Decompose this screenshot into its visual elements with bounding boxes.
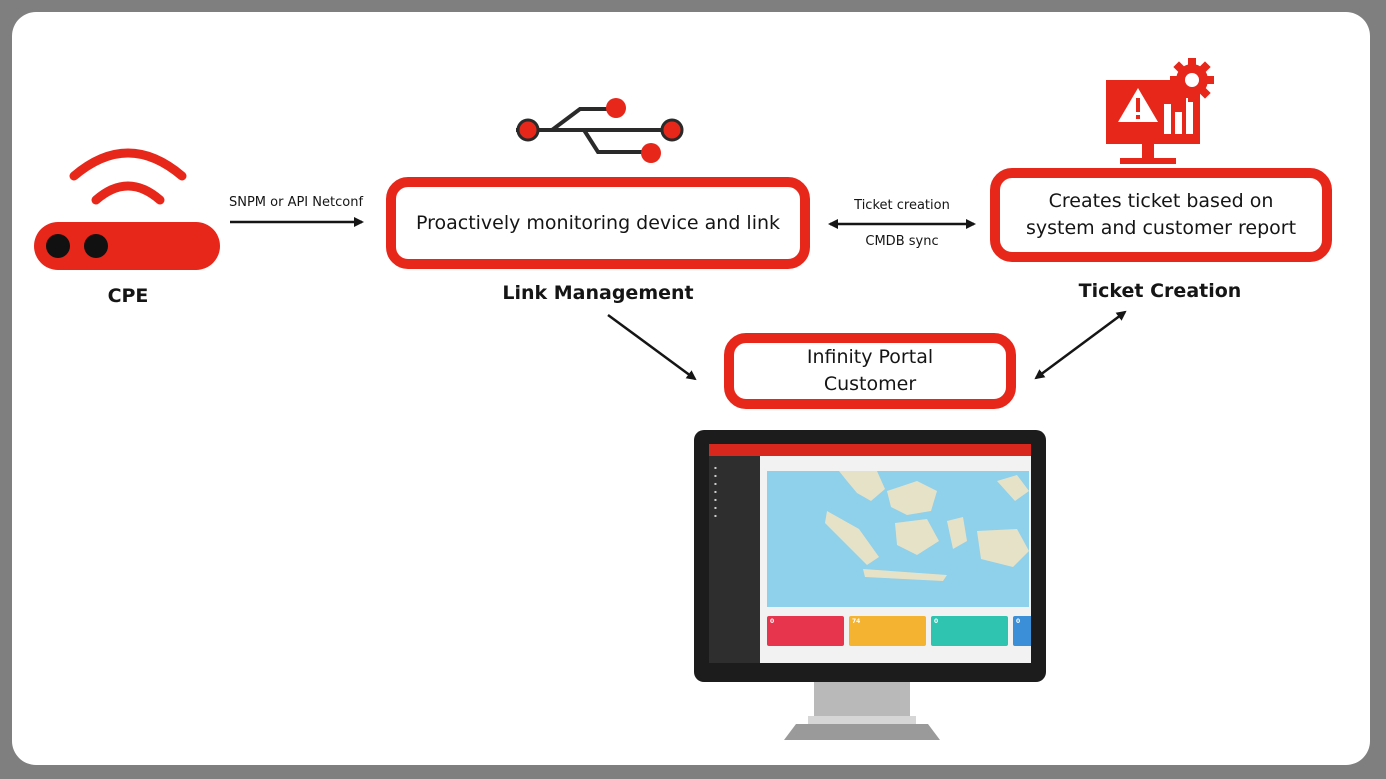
screen-sidebar-item: ▪: [714, 497, 717, 502]
screen-card-red: 0: [767, 616, 844, 646]
screen-card-blue: 0: [1013, 616, 1031, 646]
screen-map: [767, 471, 1029, 607]
screen-sidebar-item: ▪: [714, 481, 717, 486]
cpe-label: CPE: [107, 285, 149, 307]
connector-layer: [34, 58, 1214, 740]
alert-monitor-gear-icon: [1106, 58, 1214, 164]
ticket-creation-label: Ticket Creation: [1078, 280, 1242, 302]
screen-card-value: 0: [770, 618, 775, 625]
screen-sidebar-item: ▪: [714, 489, 717, 494]
portal-box: Infinity Portal Customer: [724, 333, 1016, 409]
link-management-label: Link Management: [502, 282, 694, 304]
screen-card-value: 0: [1016, 618, 1021, 625]
usb-network-icon: [516, 98, 684, 163]
screen-sidebar-item: ▪: [714, 465, 717, 470]
link-management-box-text: Proactively monitoring device and link: [415, 211, 781, 234]
screen-card-teal: 0: [931, 616, 1008, 646]
link-management-box: Proactively monitoring device and link: [386, 177, 810, 269]
ticket-creation-box: Creates ticket based on system and custo…: [990, 168, 1332, 262]
map-landmass: [825, 471, 1029, 581]
ticket-creation-box-text: Creates ticket based on system and custo…: [1025, 190, 1297, 239]
screen-card-orange: 74: [849, 616, 926, 646]
screen-sidebar-item: ▪: [714, 473, 717, 478]
edge-label-ticket-creation: Ticket creation: [854, 198, 950, 213]
screen-card-value: 0: [934, 618, 939, 625]
diagram-canvas: CPE SNPM or API Netconf Proactively moni…: [12, 12, 1370, 765]
screen-sidebar-item: ▪: [714, 513, 717, 518]
edge-label-cpe-to-link: SNPM or API Netconf: [228, 195, 364, 210]
screen-sidebar: ▪ ▪ ▪ ▪ ▪ ▪ ▪: [709, 456, 760, 663]
screen-sidebar-item: ▪: [714, 505, 717, 510]
edge-ticket-portal: [1034, 310, 1127, 380]
router-icon: [34, 148, 220, 270]
portal-screen: ▪ ▪ ▪ ▪ ▪ ▪ ▪ 0 74 0 0: [709, 444, 1031, 663]
edge-link-to-portal: [607, 313, 697, 381]
screen-card-value: 74: [852, 618, 861, 625]
portal-box-text: Infinity Portal Customer: [806, 346, 934, 395]
screen-topbar: [709, 444, 1031, 456]
edge-label-cmdb-sync: CMDB sync: [865, 234, 939, 249]
